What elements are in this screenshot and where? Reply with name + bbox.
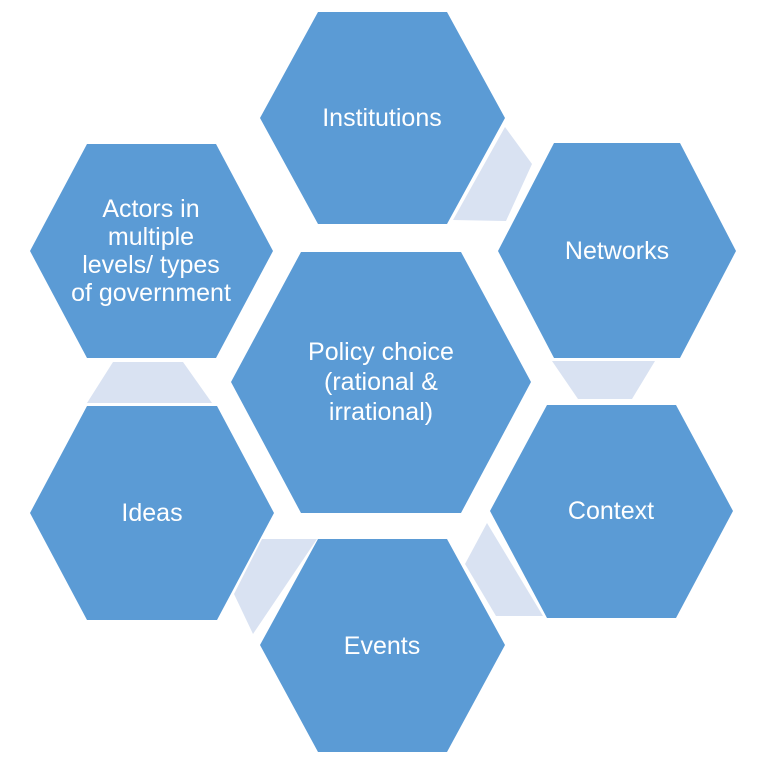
connector-networks-context [552,361,655,399]
connector-events-ideas [234,539,317,634]
hexagon-networks [498,143,736,358]
connector-ideas-actors [87,362,212,403]
hexagon-ideas [30,406,274,620]
connector-institutions-networks [453,127,532,221]
hexagon-policy-choice [231,252,531,513]
hexagon-context [490,405,733,618]
hexagon-events [260,539,505,752]
hexagon-actors [30,144,273,358]
hexagon-institutions [260,12,505,224]
connector-context-events [465,523,543,616]
